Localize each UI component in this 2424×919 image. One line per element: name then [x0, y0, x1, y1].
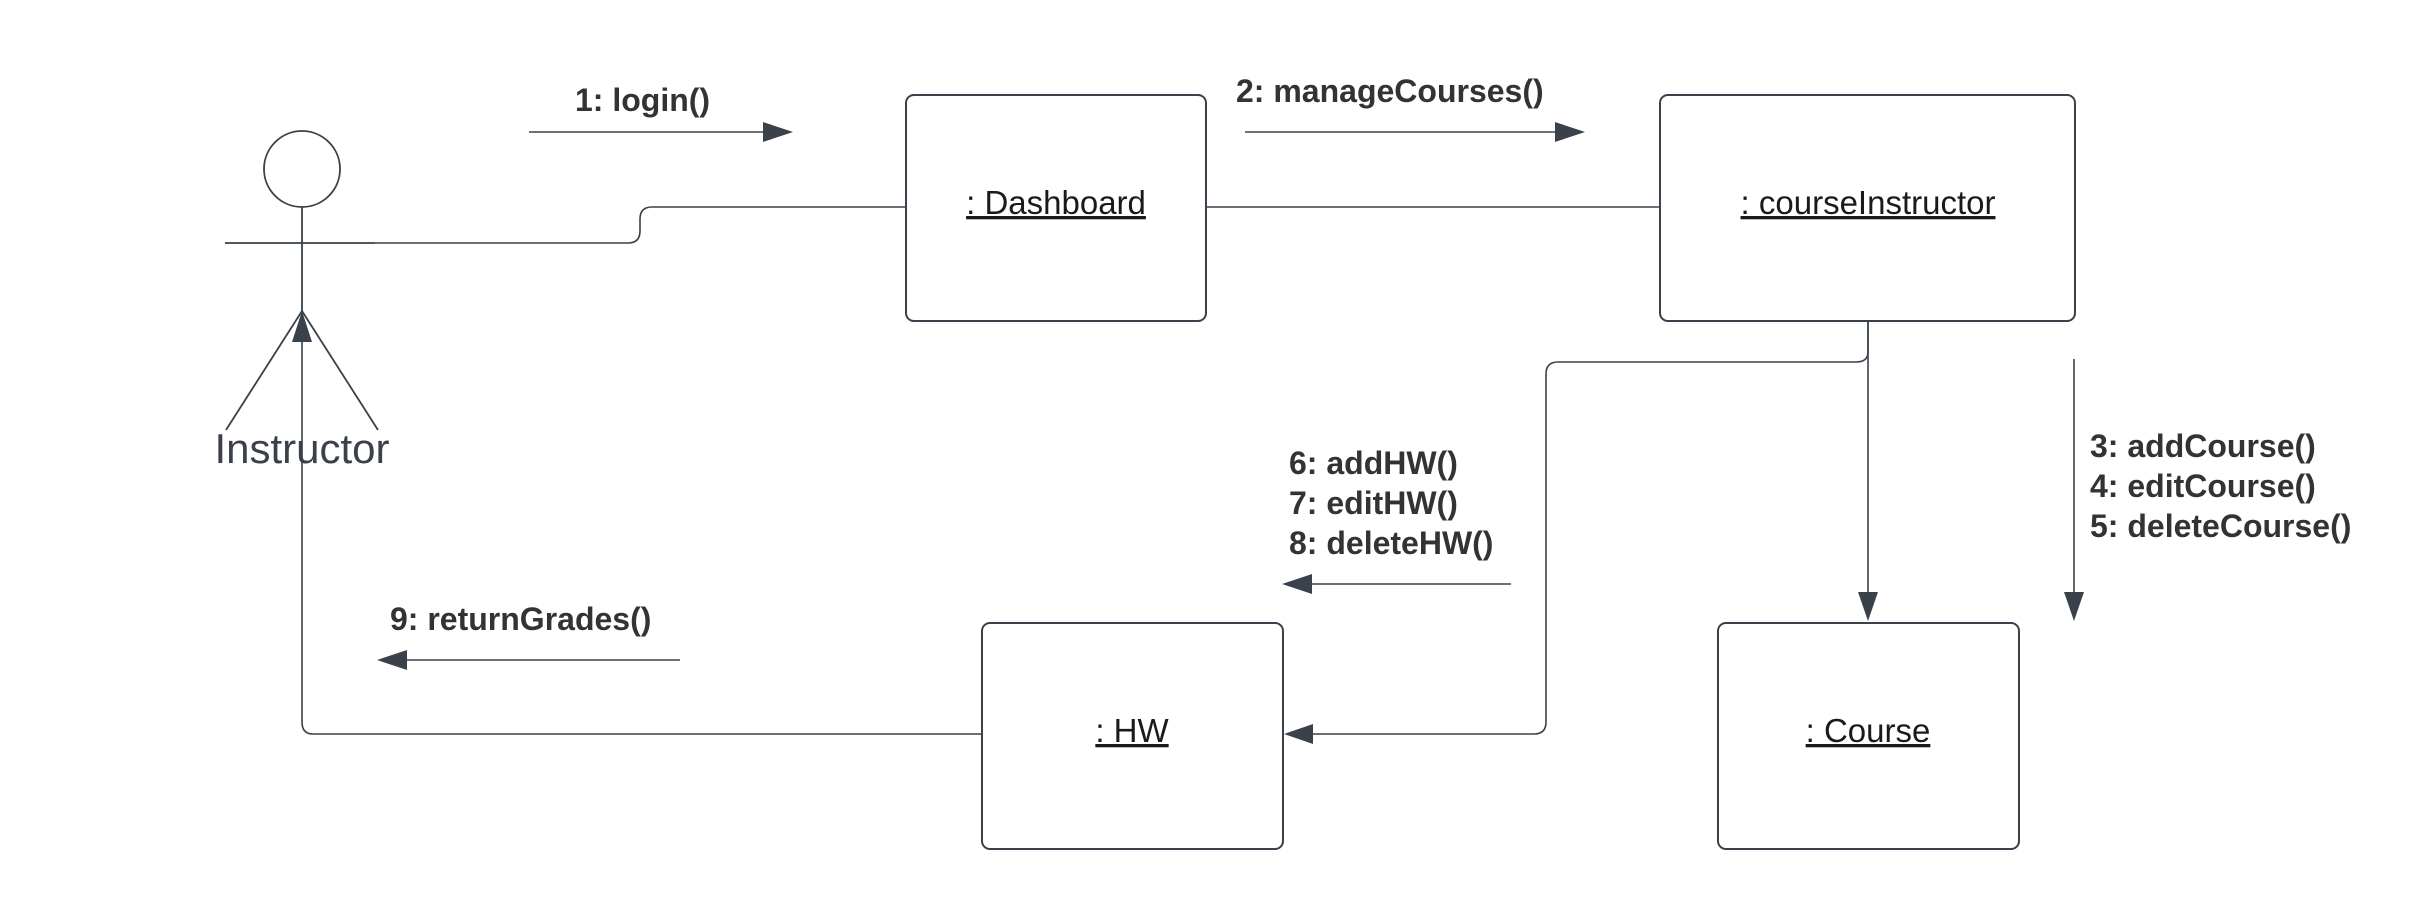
- actor-dashboard-link: [375, 206, 906, 244]
- courseinstructor-object: : courseInstructor: [1659, 94, 2076, 322]
- message-login-label: 1: login(): [575, 82, 710, 118]
- courseinstructor-course-arrowhead: [1858, 592, 1878, 621]
- message-course-ops: 3: addCourse() 4: editCourse() 5: delete…: [2064, 359, 2351, 621]
- dashboard-object: : Dashboard: [905, 94, 1207, 322]
- message-login-arrowhead: [763, 122, 793, 142]
- courseinstructor-box: [1659, 94, 2076, 322]
- message-login: 1: login(): [529, 82, 793, 142]
- message-edithw-label: 7: editHW(): [1289, 485, 1458, 521]
- message-hw-ops: 6: addHW() 7: editHW() 8: deleteHW(): [1282, 445, 1511, 594]
- message-returngrades: 9: returnGrades(): [377, 601, 680, 670]
- hw-actor-link: [301, 342, 982, 735]
- message-managecourses-label: 2: manageCourses(): [1236, 73, 1544, 109]
- actor-label: Instructor: [214, 425, 389, 472]
- hw-actor-arrowhead: [292, 311, 312, 342]
- dashboard-label: : Dashboard: [966, 184, 1146, 221]
- hw-box: [981, 622, 1284, 850]
- message-addhw-label: 6: addHW(): [1289, 445, 1458, 481]
- message-course-ops-arrowhead: [2064, 592, 2084, 621]
- course-box: [1717, 622, 2020, 850]
- message-editcourse-label: 4: editCourse(): [2090, 468, 2316, 504]
- hw-object: : HW: [981, 622, 1284, 850]
- hw-label: : HW: [1095, 712, 1169, 749]
- message-addcourse-label: 3: addCourse(): [2090, 428, 2316, 464]
- message-deletehw-label: 8: deleteHW(): [1289, 525, 1493, 561]
- message-managecourses: 2: manageCourses(): [1236, 73, 1585, 142]
- instructor-actor: Instructor: [214, 130, 390, 472]
- courseinstructor-label: : courseInstructor: [1741, 184, 1996, 221]
- actor-left-leg: [225, 310, 303, 431]
- courseinstructor-hw-link: [1313, 321, 1869, 735]
- courseinstructor-hw-arrowhead: [1284, 724, 1313, 744]
- actor-head: [263, 130, 341, 208]
- message-returngrades-label: 9: returnGrades(): [390, 601, 651, 637]
- course-label: : Course: [1806, 712, 1931, 749]
- actor-right-leg: [301, 310, 379, 431]
- message-deletecourse-label: 5: deleteCourse(): [2090, 508, 2351, 544]
- message-hw-ops-arrowhead: [1282, 574, 1312, 594]
- message-returngrades-arrowhead: [377, 650, 407, 670]
- course-object: : Course: [1717, 622, 2020, 850]
- message-managecourses-arrowhead: [1555, 122, 1585, 142]
- dashboard-box: [905, 94, 1207, 322]
